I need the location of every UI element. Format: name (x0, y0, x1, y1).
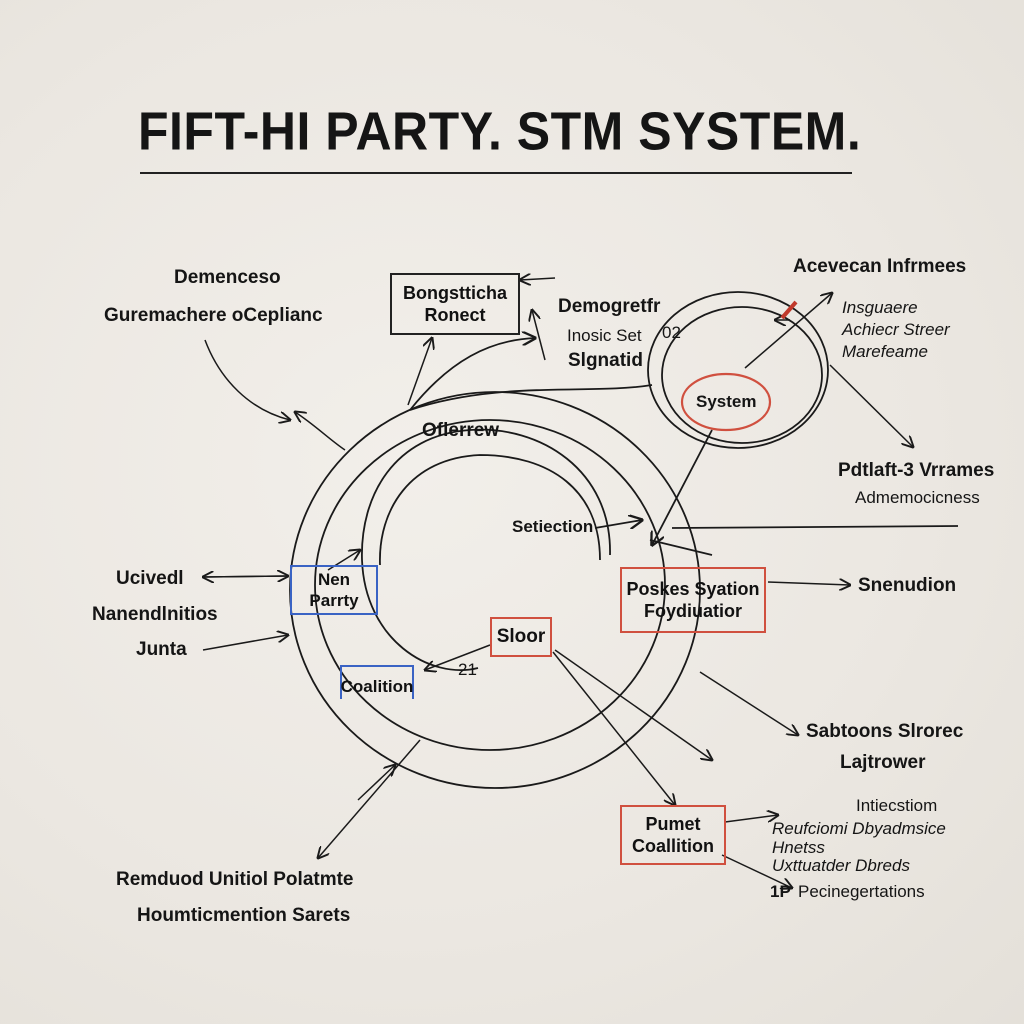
label-top-right-2: Insguaere (842, 298, 918, 317)
box-bongstticha: Bongstticha Ronect (390, 273, 520, 335)
box-poskes-line2: Foydiuatior (644, 601, 742, 621)
label-top-right-3: Achiecr Streer (842, 320, 950, 339)
label-outer-ring: Oflerrew (422, 420, 500, 441)
label-top-left-1: Demenceso (174, 267, 281, 288)
label-snenudion: Snenudion (858, 575, 957, 596)
box-punet-coalition: Pumet Coallition (620, 805, 726, 865)
label-br-4: Uxttuatder Dbreds (772, 856, 910, 875)
pin-marker (780, 300, 798, 320)
line-system-down (652, 429, 713, 545)
system-node-outline (680, 372, 772, 432)
label-system: System (696, 392, 757, 411)
inner-spiral (361, 428, 611, 671)
label-br-1: Intiecstiom (856, 796, 938, 815)
arrow-tr-2 (829, 364, 913, 447)
label-top-left-2: Guremachere oCeplianc (104, 305, 323, 326)
arrow-box-top-up (407, 338, 432, 406)
label-top-right-1: Acevecan Infrmees (793, 256, 967, 277)
label-safe-1: Sabtoons Slrorec (806, 721, 964, 742)
page-title: FIFT-HI PARTY. STM SYSTEM. (138, 101, 862, 162)
line-selection (594, 520, 642, 528)
arrow-box-top-in (520, 278, 556, 280)
title-underline (140, 172, 852, 174)
curve-to-box-top (409, 338, 535, 411)
label-br-5: Pecinegertations (798, 882, 925, 901)
arrow-demo (532, 310, 546, 361)
label-br-num: 1P (770, 882, 791, 901)
label-demo-2: Inosic Set (567, 326, 642, 345)
arrow-top-left-down (204, 339, 290, 420)
label-safe-2: Lajtrower (840, 752, 926, 773)
line-selection-2 (649, 539, 713, 556)
arrow-slor-left (425, 644, 491, 670)
box-coalition: Coalition (340, 665, 414, 699)
system-circle (647, 291, 829, 449)
label-right-mid-2: Admemocicness (855, 488, 980, 507)
box-bongstticha-line1: Bongstticha (402, 282, 507, 303)
box-punet-line1: Pumet (645, 813, 701, 834)
label-left-3: Junta (136, 639, 187, 660)
inner-spiral-2 (379, 454, 601, 566)
label-selection: Setiection (512, 517, 594, 536)
arrow-top-left-up (295, 412, 346, 451)
label-bottom-left-1: Remduod Unitiol Polatmte (116, 869, 354, 890)
outer-ring-inner-track (314, 419, 666, 751)
label-right-mid-1: Pdtlaft-3 Vrrames (838, 460, 995, 481)
label-demo-num: 02 (662, 323, 681, 342)
curve-to-system (409, 384, 653, 411)
system-circle-2 (661, 306, 823, 444)
label-left-2: Nanendlnitios (92, 604, 218, 625)
label-br-2: Reufciomi Dbyadmsice (772, 819, 946, 838)
box-coalition-label: Coalition (340, 676, 414, 696)
arrow-poskes-right (767, 582, 850, 585)
line-right-long (671, 525, 959, 529)
label-demo-1: Demogretfr (558, 296, 661, 317)
box-bongstticha-line2: Ronect (424, 305, 486, 325)
arrow-punet-down (721, 854, 792, 888)
label-br-3: Hnetss (772, 838, 825, 857)
label-num-21: 21 (458, 660, 477, 679)
label-top-right-4: Marefeame (842, 342, 928, 361)
arrow-safe (699, 671, 798, 735)
box-slor: Sloor (490, 617, 552, 657)
label-left-1: Ucivedl (116, 568, 184, 589)
box-punet-line2: Coallition (632, 836, 714, 856)
label-bottom-left-2: Houmticmention Sarets (137, 905, 351, 926)
arrow-punet-right (724, 815, 778, 823)
box-slor-label: Sloor (496, 626, 546, 648)
arrow-left-1b (203, 576, 289, 577)
box-new-party: Nen Parrty (290, 565, 378, 615)
arrow-bottom-left-2 (357, 765, 395, 801)
arrow-bottom-left (318, 739, 421, 858)
arrow-slor-down-2 (554, 649, 712, 760)
box-new-party-label: Nen Parrty (309, 569, 359, 610)
box-poskes-line1: Poskes Syation (626, 578, 760, 599)
arrow-left-3 (202, 635, 288, 651)
box-poskes: Poskes Syation Foydiuatior (620, 567, 766, 633)
label-demo-3: Slgnatid (568, 350, 643, 371)
arrow-slor-down (552, 651, 675, 805)
arrow-tr-1 (744, 293, 832, 369)
